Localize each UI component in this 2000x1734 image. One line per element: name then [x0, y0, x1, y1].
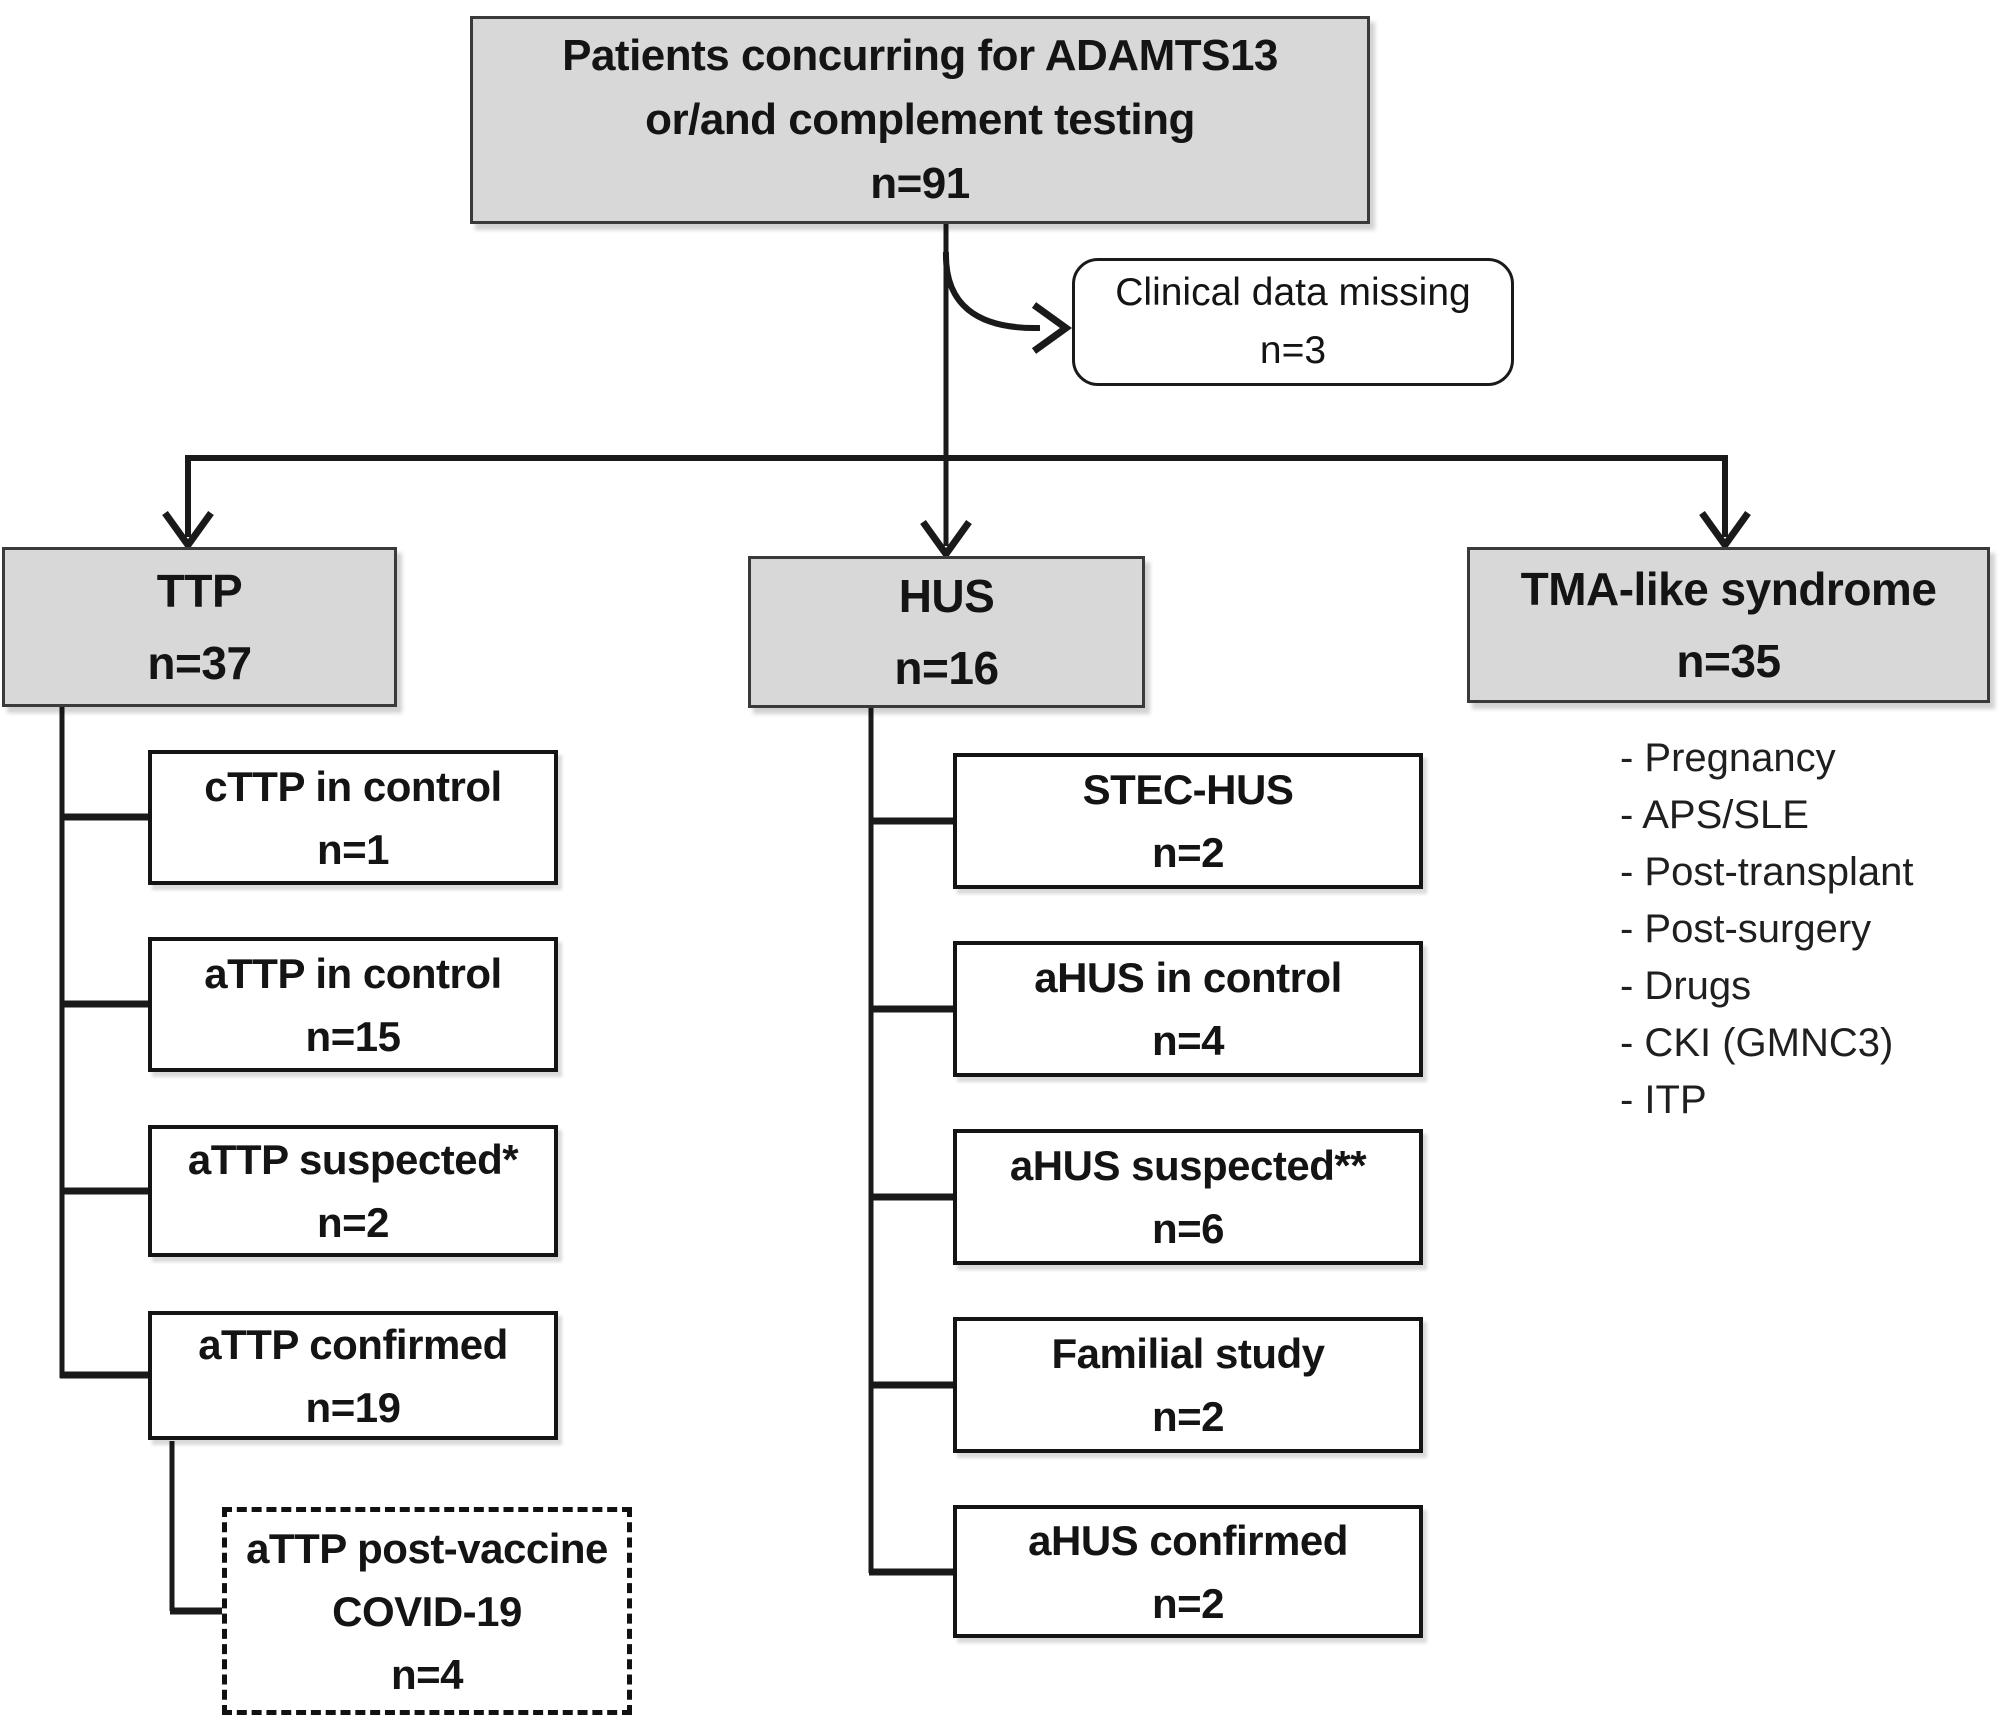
tma-header-count: n=35 [1676, 635, 1781, 687]
hus-child-5-count: n=2 [1151, 1579, 1225, 1627]
exclusion-label: Clinical data missing [1115, 271, 1471, 314]
tma-list-item: - Post-transplant [1620, 850, 1914, 894]
root-box-label-line1: Patients concurring for ADAMTS13 [562, 31, 1278, 80]
hus-header-count: n=16 [894, 642, 999, 694]
exclusion-count: n=3 [1259, 329, 1327, 372]
exclusion-box: Clinical data missing n=3 [1072, 258, 1514, 386]
hus-child-box-2: aHUS in control n=4 [953, 941, 1423, 1077]
hus-child-4-count: n=2 [1151, 1393, 1225, 1440]
hus-arrowhead [920, 519, 972, 560]
ttp-child-4-count: n=19 [305, 1383, 401, 1431]
root-box-count: n=91 [870, 159, 970, 208]
ttp-arrowhead [162, 510, 214, 551]
ttp-child-4-label: aTTP confirmed [198, 1320, 508, 1368]
covid-dashed-box: aTTP post-vaccine COVID-19 n=4 [222, 1507, 632, 1715]
ttp-child-box-2: aTTP in control n=15 [148, 937, 558, 1072]
hus-header-box: HUS n=16 [748, 556, 1145, 708]
tma-list-item: - Post-surgery [1620, 907, 1872, 951]
ttp-child-1-count: n=1 [316, 825, 390, 873]
exclusion-arrowhead [1031, 302, 1072, 354]
hus-header-label: HUS [898, 570, 995, 622]
hus-child-2-label: aHUS in control [1034, 954, 1342, 1001]
ttp-header-box: TTP n=37 [2, 547, 397, 707]
covid-count: n=4 [390, 1650, 464, 1698]
tma-etiology-list: - Pregnancy - APS/SLE - Post-transplant … [1620, 730, 1913, 1129]
root-box: Patients concurring for ADAMTS13 or/and … [470, 16, 1370, 224]
hus-child-2-count: n=4 [1151, 1017, 1225, 1064]
covid-label-line1: aTTP post-vaccine [246, 1524, 608, 1572]
arrow-to-exclusion [942, 251, 1041, 332]
tma-list-item: - Drugs [1620, 964, 1752, 1008]
hus-child-box-3: aHUS suspected** n=6 [953, 1129, 1423, 1265]
ttp-header-count: n=37 [147, 637, 252, 689]
ttp-child-1-label: cTTP in control [204, 762, 502, 810]
hus-child-box-4: Familial study n=2 [953, 1317, 1423, 1453]
ttp-child-3-count: n=2 [316, 1199, 390, 1246]
hus-child-3-label: aHUS suspected** [1009, 1142, 1367, 1189]
ttp-child-box-1: cTTP in control n=1 [148, 750, 558, 885]
hus-child-box-1: STEC-HUS n=2 [953, 753, 1423, 889]
ttp-child-3-label: aTTP suspected* [187, 1136, 519, 1183]
tma-list-item: - Pregnancy [1620, 736, 1836, 780]
tma-list-item: - CKI (GMNC3) [1620, 1021, 1894, 1065]
hus-child-5-label: aHUS confirmed [1028, 1516, 1348, 1564]
hus-child-1-label: STEC-HUS [1082, 766, 1294, 813]
hus-child-box-5: aHUS confirmed n=2 [953, 1505, 1423, 1638]
ttp-header-label: TTP [156, 565, 243, 617]
hus-child-3-count: n=6 [1151, 1205, 1225, 1252]
tma-list-item: - ITP [1620, 1078, 1707, 1122]
tma-list-item: - APS/SLE [1620, 793, 1809, 837]
tma-header-box: TMA-like syndrome n=35 [1467, 547, 1990, 703]
tma-arrowhead [1699, 510, 1751, 551]
covid-label-line2: COVID-19 [332, 1587, 522, 1635]
hus-child-1-count: n=2 [1151, 829, 1225, 876]
ttp-child-box-4: aTTP confirmed n=19 [148, 1311, 558, 1440]
root-box-label-line2: or/and complement testing [645, 95, 1195, 144]
ttp-child-2-label: aTTP in control [204, 949, 502, 997]
ttp-child-box-3: aTTP suspected* n=2 [148, 1125, 558, 1257]
ttp-child-2-count: n=15 [305, 1012, 401, 1060]
tma-header-label: TMA-like syndrome [1520, 563, 1937, 615]
hus-child-4-label: Familial study [1051, 1330, 1325, 1377]
